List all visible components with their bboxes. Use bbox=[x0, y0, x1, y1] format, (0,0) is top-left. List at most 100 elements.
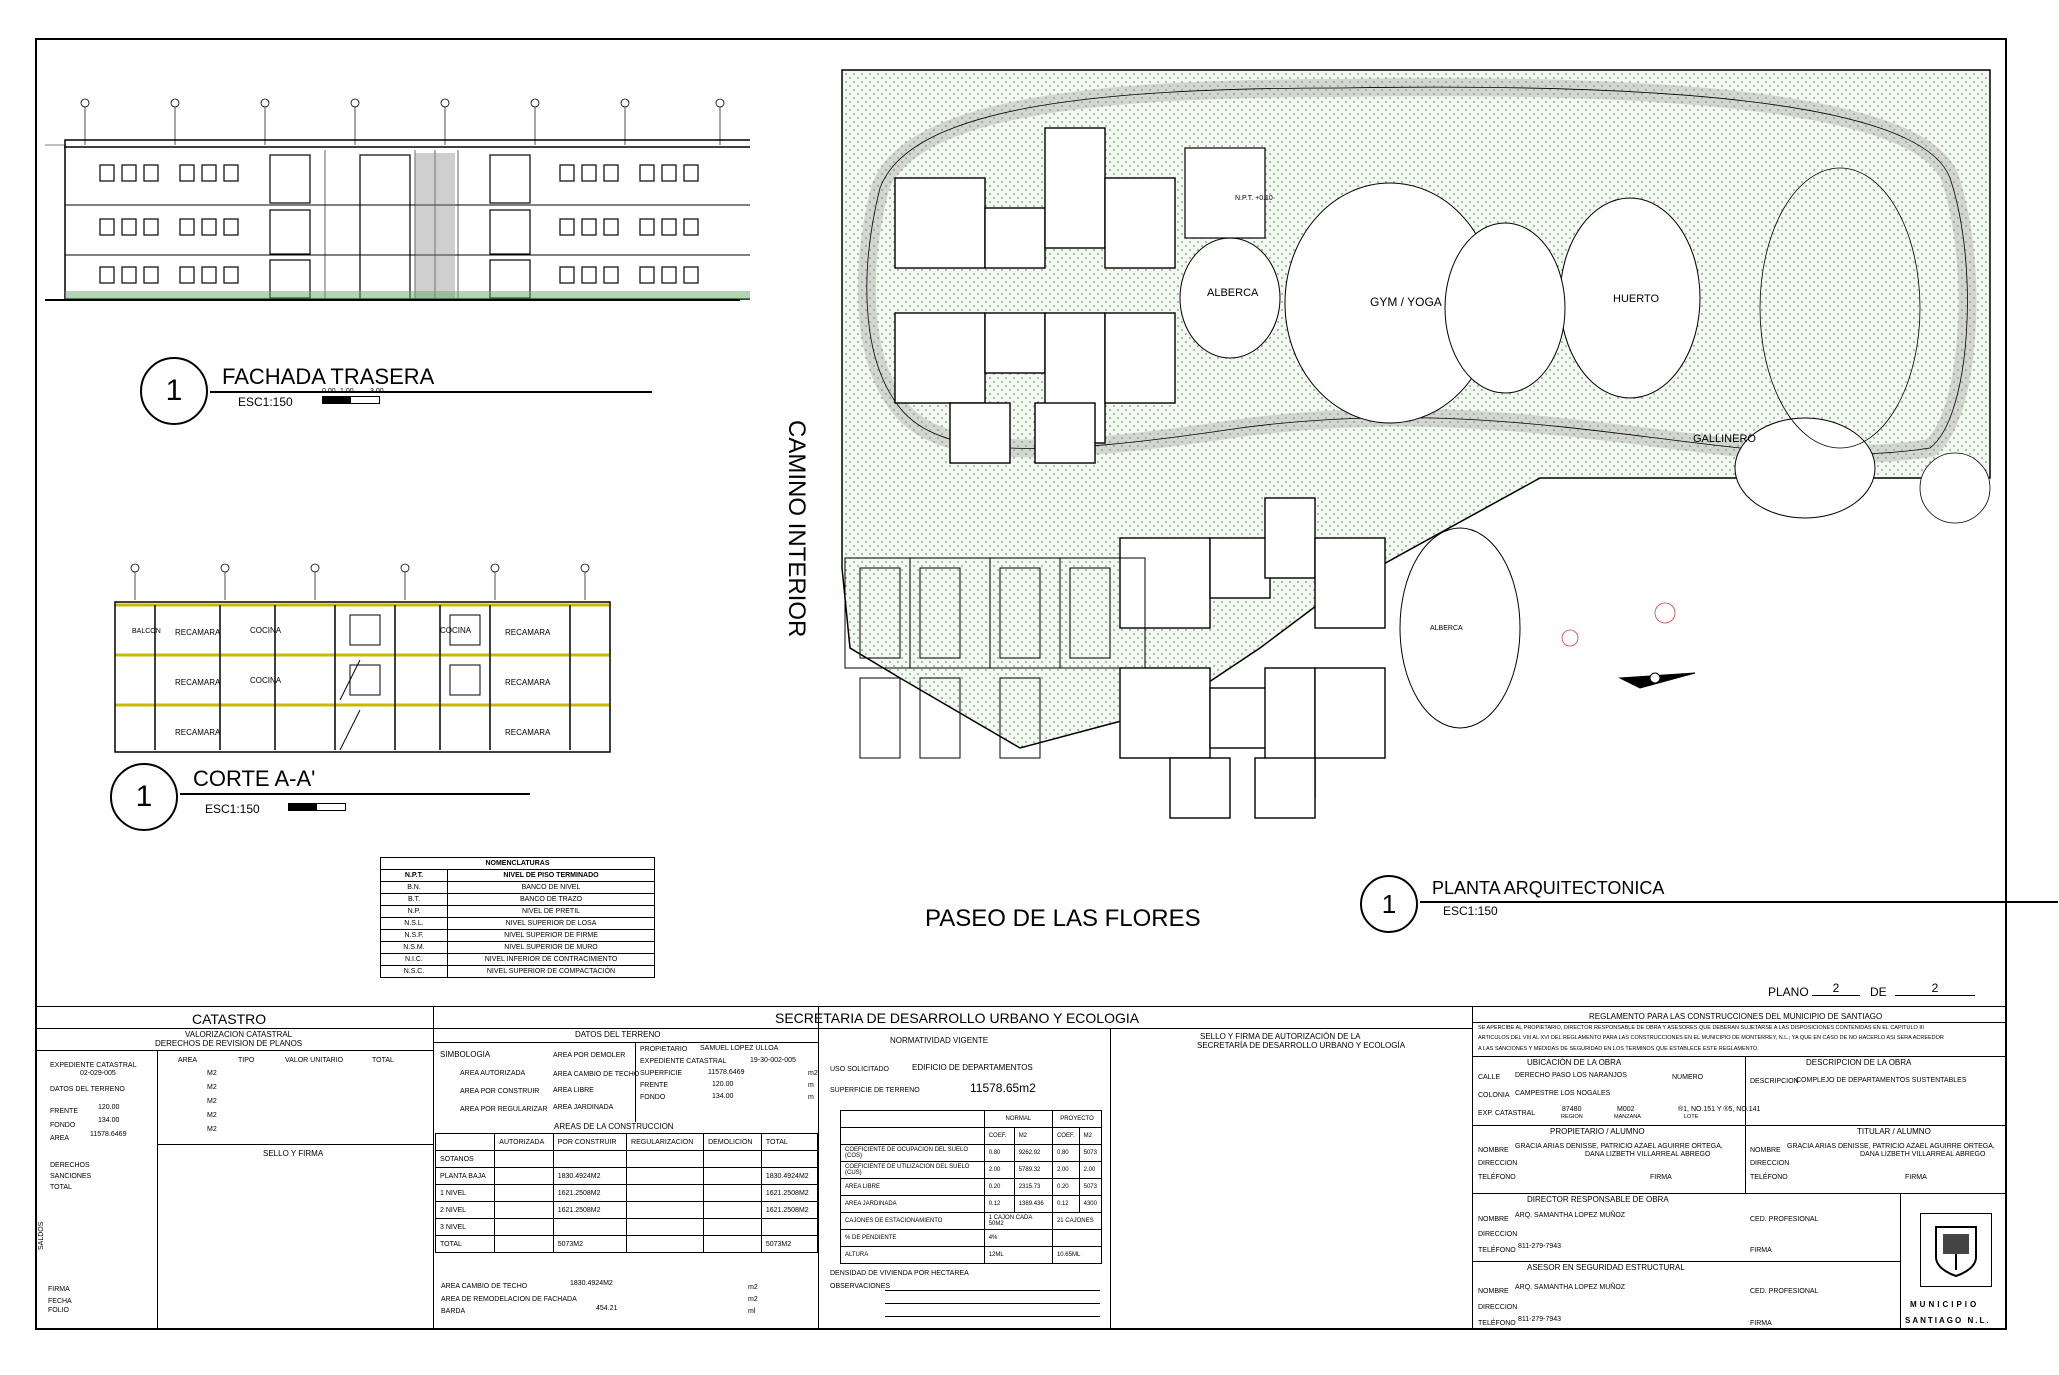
sec-exp: EXPEDIENTE CATASTRAL bbox=[640, 1058, 727, 1065]
as-tel-val: 811-279-7943 bbox=[1518, 1316, 1562, 1323]
cat-col-valor: VALOR UNITARIO bbox=[285, 1057, 344, 1064]
cat-sello: SELLO Y FIRMA bbox=[263, 1149, 324, 1158]
alberca-label: ALBERCA bbox=[1207, 287, 1259, 299]
regl-desc-val: COMPLEJO DE DEPARTAMENTOS SUSTENTABLES bbox=[1796, 1077, 1967, 1084]
norm-uso-val: EDIFICIO DE DEPARTAMENTOS bbox=[912, 1063, 1033, 1072]
gallinero-label: GALLINERO bbox=[1693, 433, 1756, 445]
planta-number: 1 bbox=[1360, 875, 1418, 933]
corte-room-1: RECAMARA bbox=[175, 628, 221, 637]
crest-shield-icon bbox=[1935, 1226, 1977, 1278]
tit-nombre: NOMBRE bbox=[1750, 1147, 1781, 1154]
sec-simbologia: SIMBOLOGIA bbox=[440, 1050, 491, 1059]
regl-calle: CALLE bbox=[1478, 1074, 1501, 1081]
regl-desc-label: DESCRIPCION bbox=[1750, 1078, 1799, 1085]
reglamento-title: REGLAMENTO PARA LAS CONSTRUCCIONES DEL M… bbox=[1589, 1012, 1883, 1021]
tit-dir: DIRECCION bbox=[1750, 1160, 1790, 1167]
dir-nombre-label: NOMBRE bbox=[1478, 1216, 1509, 1223]
as-nombre: ARQ. SAMANTHA LOPEZ MUÑOZ bbox=[1515, 1284, 1626, 1291]
tit-tel: TELÉFONO bbox=[1750, 1174, 1788, 1181]
sec-sym-0: AREA AUTORIZADA bbox=[460, 1070, 526, 1077]
ubicacion-title: UBICACIÓN DE LA OBRA bbox=[1527, 1058, 1622, 1067]
sec-remod: AREA DE REMODELACION DE FACHADA bbox=[441, 1296, 577, 1303]
paseo-label: PASEO DE LAS FLORES bbox=[925, 905, 1201, 932]
cat-col-area: AREA bbox=[178, 1057, 198, 1064]
cat-m2-5: M2 bbox=[207, 1126, 217, 1133]
sec-fondo: FONDO bbox=[640, 1094, 666, 1101]
regl-exp-c2: LOTE bbox=[1684, 1114, 1699, 1120]
sec-prop-val: SAMUEL LOPEZ ULLOA bbox=[700, 1045, 779, 1052]
dir-ced: CED. PROFESIONAL bbox=[1750, 1216, 1819, 1223]
regl-exp-p0: 87480 bbox=[1562, 1106, 1582, 1113]
sec-sym-3: AREA POR DEMOLER bbox=[553, 1052, 626, 1059]
fachada-scale-tick-1: 1.00 bbox=[340, 388, 354, 395]
tit-val2: DANA LIZBETH VILLARREAL ABREGO bbox=[1860, 1151, 1986, 1158]
corte-room-7: RECAMARA bbox=[505, 678, 551, 687]
dir-dir: DIRECCION bbox=[1478, 1231, 1518, 1238]
plano-num: 2 bbox=[1812, 981, 1860, 996]
dir-tel-val: 811-279-7943 bbox=[1518, 1243, 1562, 1250]
fachada-scale-bar bbox=[322, 396, 380, 404]
fachada-scale-tick-3: 3.00 bbox=[370, 388, 384, 395]
normatividad-title: NORMATIVIDAD VIGENTE bbox=[890, 1036, 989, 1045]
regl-colonia: COLONIA bbox=[1478, 1092, 1510, 1099]
regl-numero: NUMERO bbox=[1672, 1074, 1704, 1081]
corte-room-4: RECAMARA bbox=[505, 628, 551, 637]
titular-title: TITULAR / ALUMNO bbox=[1857, 1127, 1931, 1136]
prop-title: PROPIETARIO / ALUMNO bbox=[1550, 1127, 1645, 1136]
sec-barda-unit: ml bbox=[748, 1308, 756, 1315]
sec-sym-1: AREA POR CONSTRUIR bbox=[460, 1088, 540, 1095]
cat-sanciones: SANCIONES bbox=[50, 1173, 92, 1180]
cat-m2-3: M2 bbox=[207, 1098, 217, 1105]
huerto-label: HUERTO bbox=[1613, 293, 1660, 305]
prop-val2: DANA LIZBETH VILLARREAL ABREGO bbox=[1585, 1151, 1711, 1158]
corte-room-3: COCINA bbox=[440, 626, 472, 635]
dir-firma: FIRMA bbox=[1750, 1247, 1772, 1254]
dir-tel: TELÉFONO bbox=[1478, 1247, 1516, 1254]
sello-title1: SELLO Y FIRMA DE AUTORIZACIÓN DE LA bbox=[1200, 1032, 1361, 1041]
areas-title: AREAS DE LA CONSTRUCCION bbox=[554, 1122, 674, 1131]
as-ced: CED. PROFESIONAL bbox=[1750, 1288, 1819, 1295]
cat-m2-2: M2 bbox=[207, 1084, 217, 1091]
regl-colonia-val: CAMPESTRE LOS NOGALES bbox=[1515, 1090, 1611, 1097]
sec-exp-val: 19-30-002-005 bbox=[750, 1057, 796, 1064]
fachada-number: 1 bbox=[140, 357, 208, 425]
sec-sym-5: AREA LIBRE bbox=[553, 1087, 594, 1094]
norm-sup: SUPERFICIE DE TERRENO bbox=[830, 1087, 920, 1094]
tit-val: GRACIA ARIAS DENISSE, PATRICIO AZAEL AGU… bbox=[1787, 1143, 1995, 1150]
as-firma: FIRMA bbox=[1750, 1320, 1772, 1327]
sec-cambio-val: 1830.4924M2 bbox=[570, 1280, 613, 1287]
norm-densidad: DENSIDAD DE VIVIENDA POR HECTAREA bbox=[830, 1270, 969, 1277]
cat-area-val: 11578.6469 bbox=[90, 1131, 127, 1138]
dir-nombre: ARQ. SAMANTHA LOPEZ MUÑOZ bbox=[1515, 1212, 1626, 1219]
corte-room-9: RECAMARA bbox=[505, 728, 551, 737]
cat-m2-4: M2 bbox=[207, 1112, 217, 1119]
sec-prop: PROPIETARIO bbox=[640, 1046, 688, 1053]
alberca2-label: ALBERCA bbox=[1430, 625, 1463, 632]
sec-cambio: AREA CAMBIO DE TECHO bbox=[441, 1283, 528, 1290]
prop-nombre: NOMBRE bbox=[1478, 1147, 1509, 1154]
cat-exp-label: EXPEDIENTE CATASTRAL bbox=[50, 1062, 137, 1069]
norm-sup-val: 11578.65m2 bbox=[970, 1081, 1036, 1095]
regl-text2: ARTICULOS DEL VIII AL XVI DEL REGLAMENTO… bbox=[1478, 1035, 1944, 1041]
corte-room-5: RECAMARA bbox=[175, 678, 221, 687]
sec-sup: SUPERFICIE bbox=[640, 1070, 683, 1077]
regl-exp: EXP. CATASTRAL bbox=[1478, 1110, 1536, 1117]
prop-val: GRACIA ARIAS DENISSE, PATRICIO AZAEL AGU… bbox=[1515, 1143, 1723, 1150]
cat-derechos: DERECHOS bbox=[50, 1162, 90, 1169]
sec-frente-val: 120.00 bbox=[712, 1081, 734, 1088]
regl-calle-val: DERECHO PASO LOS NARANJOS bbox=[1515, 1072, 1627, 1079]
prop-firma: FIRMA bbox=[1650, 1174, 1672, 1181]
sec-sym-2: AREA POR REGULARIZAR bbox=[460, 1106, 548, 1113]
site-plan bbox=[841, 69, 1991, 819]
regl-exp-p1: M002 bbox=[1617, 1106, 1635, 1113]
sec-unit-m1: m bbox=[808, 1082, 814, 1089]
cat-frente: FRENTE bbox=[50, 1108, 78, 1115]
catastro-sub2: DERECHOS DE REVISION DE PLANOS bbox=[155, 1039, 303, 1048]
sec-sup-val: 11578.6469 bbox=[708, 1069, 745, 1076]
regl-text1: SE APERCIBE AL PROPIETARIO, DIRECTOR RES… bbox=[1478, 1025, 1924, 1031]
corte-drawing bbox=[114, 563, 611, 753]
norm-uso: USO SOLICITADO bbox=[830, 1066, 889, 1073]
corte-room-2: COCINA bbox=[250, 626, 282, 635]
regl-exp-c0: REGION bbox=[1561, 1114, 1583, 1120]
